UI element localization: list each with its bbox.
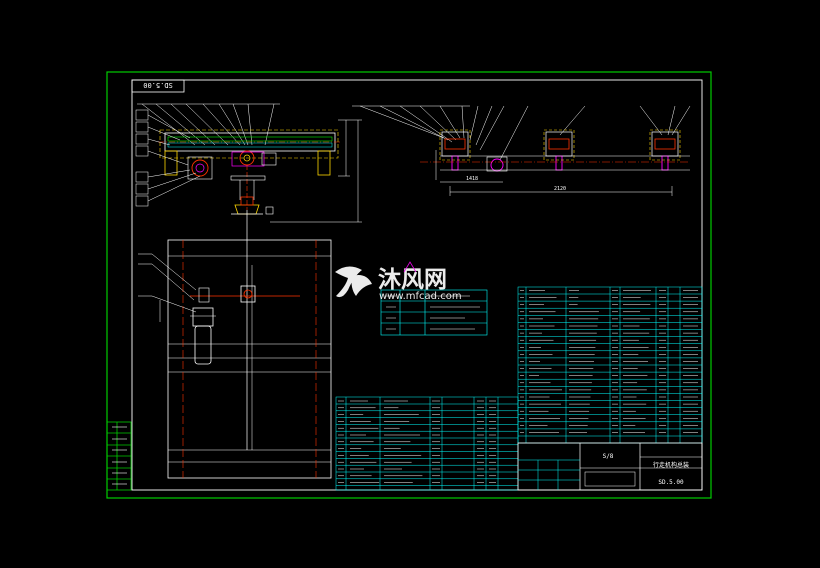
plan-view (138, 210, 332, 479)
left-revision-strip (106, 421, 132, 491)
watermark-logo-icon (335, 266, 372, 298)
top-drawing-number-box: SD.5.00 (131, 79, 185, 93)
title-name: 行走机构总装 (653, 461, 689, 469)
offset-dimension: 1418 (466, 176, 478, 182)
watermark-url: www.mfcad.com (379, 291, 462, 302)
center-table (380, 289, 488, 336)
watermark-brand: 沐风网 (378, 267, 447, 293)
title-scale: S/8 (603, 453, 614, 460)
top-drawing-number: SD.5.00 (143, 81, 173, 89)
watermark: 沐风网 www.mfcad.com (335, 261, 462, 302)
title-drawing-number: SD.5.00 (658, 479, 684, 486)
title-block: S/8 行走机构总装 SD.5.00 (517, 442, 703, 491)
side-view: 2120 1418 (352, 105, 691, 196)
elevation-view (135, 103, 362, 223)
outer-border (106, 71, 712, 499)
span-dimension: 2120 (554, 186, 566, 192)
